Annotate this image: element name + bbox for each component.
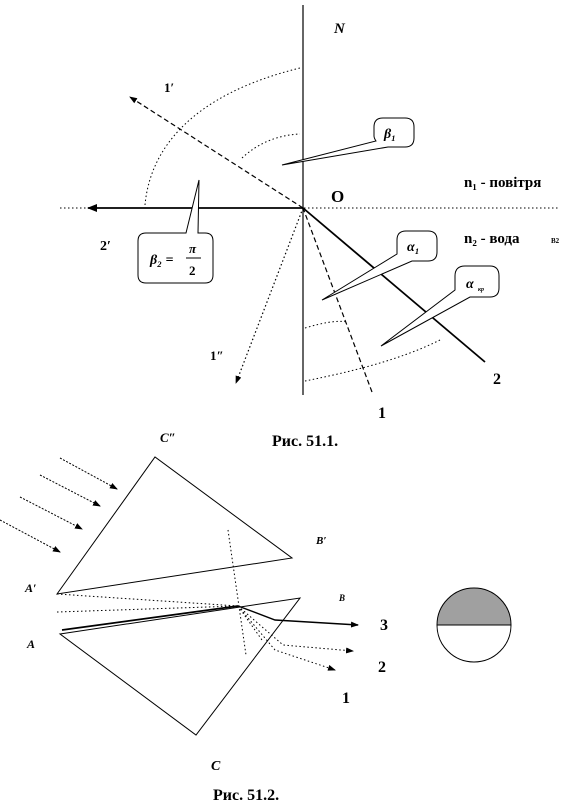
arc-alpha-cr xyxy=(304,339,441,382)
svg-text:α: α xyxy=(466,277,474,292)
ray-1-label: 1 xyxy=(378,405,386,422)
ray-1 xyxy=(237,605,336,671)
ray-2-label-fig2: 2 xyxy=(378,659,386,676)
arc-beta1 xyxy=(241,133,301,159)
ray-1-label-fig2: 1 xyxy=(342,690,350,707)
incident-arrow-2 xyxy=(39,474,101,507)
inner-ray xyxy=(237,605,263,641)
ray-3-label: 3 xyxy=(380,617,388,634)
ray-1-double-prime xyxy=(235,207,304,384)
point-label: O xyxy=(331,187,344,206)
medium-2-suffix: B2 xyxy=(551,237,560,245)
arc-beta2 xyxy=(144,67,301,206)
ray-1-double-prime-label: 1″ xyxy=(210,348,224,363)
upper-prism xyxy=(55,456,294,595)
svg-text:кр: кр xyxy=(478,287,484,293)
incident-arrow-4 xyxy=(0,519,61,553)
callout-beta2: β₂ = π 2 xyxy=(137,179,214,284)
vertex-a-prime: A′ xyxy=(24,581,36,595)
figure-51-1: N O n₁ - повітря n₂ - вода B2 1′ 2′ 1″ 2… xyxy=(60,5,560,450)
vertex-b-prime: B′ xyxy=(315,535,326,547)
prism-normal xyxy=(227,529,247,656)
svg-text:β₂ =: β₂ = xyxy=(149,253,174,268)
arc-alpha1 xyxy=(304,320,349,329)
svg-text:β₁: β₁ xyxy=(383,127,396,142)
callout-alpha1: α₁ xyxy=(321,230,438,301)
ray-2 xyxy=(302,207,486,363)
svg-text:π: π xyxy=(189,241,197,256)
ray-from-a-prime-1 xyxy=(56,593,239,607)
incident-arrow-3 xyxy=(19,496,83,530)
vertex-c: C xyxy=(211,759,221,774)
ray-3 xyxy=(237,605,359,628)
figure-1-caption: Рис. 51.1. xyxy=(272,433,338,450)
figure-2-caption: Рис. 51.2. xyxy=(213,787,279,804)
ray-from-a xyxy=(61,605,239,631)
ray-1 xyxy=(302,207,373,393)
normal-label: N xyxy=(333,21,346,37)
svg-text:α₁: α₁ xyxy=(407,240,420,255)
field-of-view-circle xyxy=(436,587,512,663)
callout-alpha-cr: α кр xyxy=(380,265,500,347)
ray-1-prime xyxy=(129,96,304,209)
ray-2-prime-label: 2′ xyxy=(100,239,111,254)
incident-arrow-1 xyxy=(59,457,118,490)
ray-2-label: 2 xyxy=(493,371,501,388)
vertex-b: B xyxy=(338,593,345,603)
medium-1-label: n₁ - повітря xyxy=(464,175,541,191)
lower-prism xyxy=(58,597,302,736)
figure-51-2: C″ B′ A′ B A C 3 2 1 Рис. 51.2. xyxy=(0,430,512,804)
medium-2-label: n₂ - вода xyxy=(464,231,520,247)
vertex-c-double-prime: C″ xyxy=(160,430,176,445)
callout-beta1: β₁ xyxy=(281,117,415,166)
svg-text:2: 2 xyxy=(189,263,196,278)
ray-1-prime-label: 1′ xyxy=(164,80,174,95)
vertex-a: A xyxy=(26,637,35,651)
